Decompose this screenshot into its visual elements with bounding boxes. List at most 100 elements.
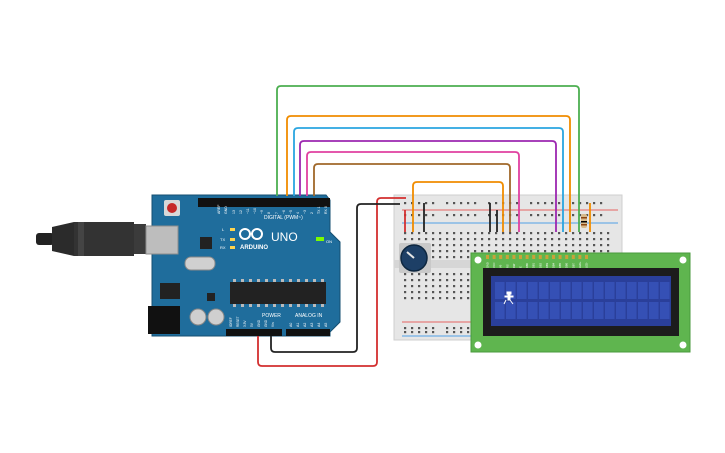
model-label: UNO — [271, 230, 298, 244]
breadboard-hole — [530, 214, 533, 217]
breadboard-hole — [544, 244, 547, 247]
breadboard-hole — [439, 285, 442, 288]
lcd-char-grid — [495, 282, 670, 319]
breadboard-hole — [516, 238, 519, 241]
breadboard-hole — [432, 291, 435, 294]
potentiometer[interactable] — [399, 243, 431, 273]
breadboard-hole — [425, 291, 428, 294]
power-header[interactable] — [226, 329, 282, 336]
analog-pin-label: A5 — [324, 323, 328, 327]
breadboard-hole — [586, 214, 589, 217]
power-pin-label: IOREF — [229, 317, 233, 327]
breadboard-hole — [453, 285, 456, 288]
breadboard-hole — [432, 279, 435, 282]
breadboard-hole — [467, 331, 470, 334]
lcd-char-cell — [638, 302, 648, 319]
lcd-pin-label: LED+ — [578, 261, 582, 268]
breadboard-hole — [572, 250, 575, 253]
breadboard-hole — [558, 250, 561, 253]
digital-pin-label: TX 1 — [317, 207, 321, 214]
lcd-char-cell — [550, 302, 560, 319]
breadboard-hole — [446, 250, 449, 253]
lcd-pin[interactable] — [486, 255, 489, 259]
breadboard-hole — [495, 250, 498, 253]
breadboard-hole — [439, 291, 442, 294]
breadboard-hole — [439, 232, 442, 235]
digital-pin-label: RX 0 — [324, 206, 328, 214]
breadboard-hole — [579, 238, 582, 241]
breadboard-hole — [453, 297, 456, 300]
lcd-pin[interactable] — [571, 255, 575, 259]
breadboard-hole — [593, 232, 596, 235]
breadboard-hole — [446, 331, 449, 334]
power-pin-label: Vin — [271, 322, 275, 327]
breadboard-hole — [432, 285, 435, 288]
digital-pin-label: 2 — [310, 212, 314, 214]
breadboard-hole — [425, 214, 428, 217]
breadboard-hole — [432, 273, 435, 276]
lcd-pin[interactable] — [565, 255, 569, 259]
lcd-pin[interactable] — [505, 255, 509, 259]
lcd-pin[interactable] — [499, 255, 503, 259]
breadboard-hole — [551, 244, 554, 247]
breadboard-hole — [446, 285, 449, 288]
atmega-chip — [230, 282, 326, 304]
breadboard-hole — [502, 244, 505, 247]
breadboard-hole — [411, 297, 414, 300]
breadboard-hole — [453, 214, 456, 217]
lcd-pin[interactable] — [578, 255, 582, 259]
breadboard-hole — [432, 244, 435, 247]
analog-pin-label: A2 — [303, 323, 307, 327]
breadboard-hole — [460, 232, 463, 235]
arduino-uno-board[interactable]: ARDUINO UNO ON L TX RX DIGITAL (PWM~) PO… — [145, 194, 341, 337]
breadboard-hole — [418, 327, 421, 330]
breadboard-hole — [418, 291, 421, 294]
lcd-pin[interactable] — [585, 255, 588, 259]
wire-orange-short — [412, 181, 504, 232]
analog-pin-label: A3 — [310, 323, 314, 327]
digital-pin-label: ~6 — [282, 210, 286, 214]
lcd-pin[interactable] — [492, 255, 496, 259]
analog-header[interactable] — [286, 329, 330, 336]
analog-pin-label: A1 — [296, 323, 300, 327]
power-pin-label: RESET — [236, 316, 240, 327]
power-pin-label: 5V — [250, 322, 254, 327]
analog-pin-label: A0 — [289, 323, 293, 327]
breadboard-hole — [551, 232, 554, 235]
breadboard-hole — [404, 238, 407, 241]
breadboard-hole — [593, 238, 596, 241]
breadboard-hole — [488, 250, 491, 253]
breadboard-hole — [439, 256, 442, 259]
breadboard-hole — [446, 238, 449, 241]
lcd-pin[interactable] — [512, 255, 516, 259]
breadboard-hole — [600, 202, 603, 205]
breadboard-hole — [439, 297, 442, 300]
lcd-pin[interactable] — [525, 255, 529, 259]
breadboard-hole — [544, 202, 547, 205]
lcd-pin-label: LED- — [585, 262, 589, 268]
breadboard-hole — [572, 214, 575, 217]
lcd-pin[interactable] — [558, 255, 562, 259]
wire-orange — [286, 115, 571, 232]
breadboard-hole — [467, 232, 470, 235]
digital-header[interactable] — [198, 198, 330, 207]
breadboard-hole — [544, 214, 547, 217]
lcd-pin[interactable] — [538, 255, 542, 259]
lcd-pin[interactable] — [552, 255, 555, 259]
lcd-char-cell — [517, 302, 527, 319]
lcd-pin[interactable] — [519, 255, 522, 259]
power-pin-label: GND — [264, 319, 268, 327]
lcd-pin[interactable] — [532, 255, 536, 259]
breadboard-hole — [495, 202, 498, 205]
lcd-pin[interactable] — [545, 255, 549, 259]
breadboard-hole — [439, 273, 442, 276]
breadboard-hole — [488, 232, 491, 235]
breadboard-hole — [432, 214, 435, 217]
digital-label: DIGITAL (PWM~) — [264, 215, 303, 221]
lcd-char-cell — [517, 282, 527, 299]
breadboard-hole — [418, 238, 421, 241]
breadboard-hole — [453, 331, 456, 334]
breadboard-hole — [467, 256, 470, 259]
analog-label: ANALOG IN — [295, 313, 323, 319]
